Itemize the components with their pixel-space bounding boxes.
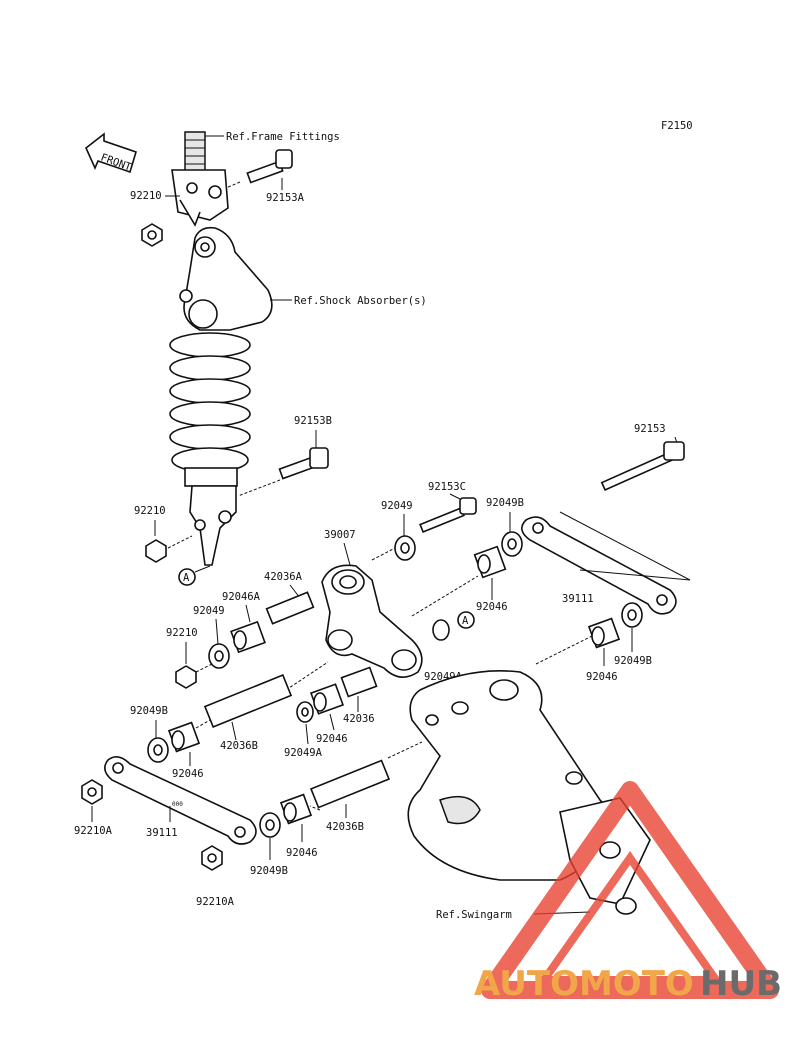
- callout-92153c: 92153C: [428, 481, 466, 493]
- nut-92210-left: [175, 665, 197, 689]
- callout-92049a-mid: 92049A: [284, 747, 323, 759]
- callout-39111-left: 39111: [146, 827, 178, 839]
- frame-fitting-part: [171, 131, 229, 227]
- callout-92210-top: 92210: [130, 190, 162, 202]
- reference-a-right: [457, 611, 475, 629]
- tie-rod-39111-right: [521, 516, 677, 615]
- ref-shock-absorber: Ref.Shock Absorber(s): [294, 295, 427, 307]
- callout-92210-left: 92210: [166, 627, 198, 639]
- callout-39111-right: 39111: [562, 593, 594, 605]
- callout-92046-left: 92046: [172, 768, 204, 780]
- bolt-92153: [600, 441, 685, 491]
- callout-92153a: 92153A: [266, 192, 305, 204]
- callout-92049b-low: 92049B: [250, 865, 288, 877]
- callout-42036b-top: 42036B: [220, 740, 258, 752]
- bolt-92153c: [419, 497, 477, 533]
- front-arrow-icon: FRONT: [85, 132, 137, 174]
- callout-92210a-low: 92210A: [196, 896, 235, 908]
- callout-a-left: A: [183, 572, 190, 584]
- callout-42036: 42036: [343, 713, 375, 725]
- collar-42036: [340, 666, 378, 698]
- watermark-part1: AUTOMOTO: [474, 964, 694, 1004]
- callout-92210a-left: 92210A: [74, 825, 113, 837]
- reference-a-left: [178, 568, 196, 586]
- callout-42036b-low: 42036B: [326, 821, 364, 833]
- swingarm-part: [407, 670, 651, 915]
- nut-92210-mid: [145, 539, 167, 563]
- collar-42036a: [265, 591, 315, 625]
- rocker-arm-39007: [321, 564, 423, 678]
- callout-92049b-right: 92049B: [614, 655, 652, 667]
- automotohub-logo: [481, 781, 779, 999]
- bolt-92153b: [237, 447, 329, 497]
- callout-42036a: 42036A: [264, 571, 303, 583]
- shock-absorber-part: [169, 226, 273, 566]
- callout-92153b: 92153B: [294, 415, 332, 427]
- callout-92046-right: 92046: [586, 671, 618, 683]
- callout-92046a: 92046A: [222, 591, 261, 603]
- callout-92046-right-top: 92046: [476, 601, 508, 613]
- watermark-part2: HUB: [700, 964, 782, 1004]
- svg-text:000: 000: [172, 801, 183, 808]
- callout-92049-top: 92049: [381, 500, 413, 512]
- callout-92049b-top: 92049B: [486, 497, 524, 509]
- ref-frame-fittings: Ref.Frame Fittings: [226, 131, 340, 143]
- callout-39007: 39007: [324, 529, 356, 541]
- callout-92046-low: 92046: [286, 847, 318, 859]
- callout-92049b-left: 92049B: [130, 705, 168, 717]
- bolt-92153a: [225, 149, 293, 189]
- callout-92049-left: 92049: [193, 605, 225, 617]
- collar-42036b-top: [203, 674, 293, 728]
- ref-swingarm: Ref.Swingarm: [436, 909, 512, 921]
- callout-92046-mid: 92046: [316, 733, 348, 745]
- callout-a-right: A: [462, 615, 469, 627]
- collar-42036b-low: [309, 759, 391, 809]
- callout-92210-mid: 92210: [134, 505, 166, 517]
- tie-rod-39111-left: 000: [104, 756, 257, 845]
- figure-code: F2150: [661, 120, 693, 132]
- callout-92153: 92153: [634, 423, 666, 435]
